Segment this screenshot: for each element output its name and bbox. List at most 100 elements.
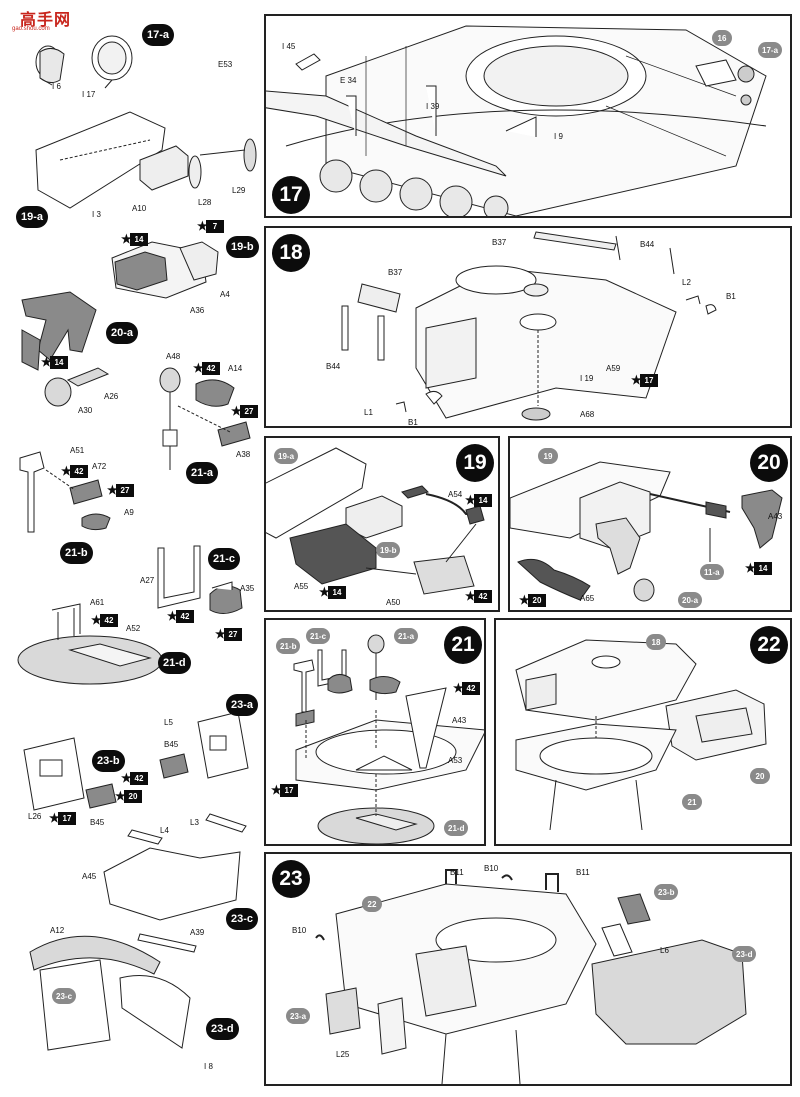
step-22-panel: 22 18 20 21: [494, 618, 792, 846]
part-label: A61: [90, 598, 105, 607]
part-label: B37: [388, 268, 403, 277]
part-label: L28: [198, 198, 212, 207]
ref-badge: 21: [682, 794, 702, 810]
paint-code: 42: [465, 589, 492, 603]
badge-23-a: 23-a: [226, 694, 259, 716]
part-label: B44: [640, 240, 655, 249]
paint-code: 20: [519, 593, 546, 607]
part-label: A68: [580, 410, 595, 419]
ref-badge: 23-a: [286, 1008, 311, 1024]
step-21-drawing: [266, 620, 484, 846]
ref-badge: 21-d: [444, 820, 469, 836]
badge-21-b: 21-b: [60, 542, 93, 564]
part-label: I 6: [52, 82, 61, 91]
part-label: A72: [92, 462, 107, 471]
step-20-panel: 20 19 11-a 20-a A43 A65 14 20: [508, 436, 792, 612]
ref-badge: 18: [646, 634, 666, 650]
part-label: B11: [576, 868, 590, 877]
step-23-panel: 23 22 23-b 23-d 23-a B11 B10 B11 B10 L6 …: [264, 852, 792, 1086]
part-label: A4: [220, 290, 230, 299]
part-label: A30: [78, 406, 93, 415]
badge-19-a: 19-a: [16, 206, 49, 228]
ref-badge: 20-a: [678, 592, 703, 608]
step-number: 20: [750, 444, 788, 482]
ref-badge: 19-a: [274, 448, 299, 464]
step-20-drawing: [510, 438, 792, 612]
part-label: A48: [166, 352, 181, 361]
paint-code: 27: [231, 404, 258, 418]
badge-21-d: 21-d: [158, 652, 191, 674]
paint-code: 17: [271, 783, 298, 797]
ref-badge: 21-c: [306, 628, 331, 644]
ref-badge: 19-b: [376, 542, 401, 558]
part-label: I 3: [92, 210, 101, 219]
part-label: A65: [580, 594, 595, 603]
logo-url: gao.shou.com: [12, 26, 50, 32]
paint-code: 42: [453, 681, 480, 695]
step-number: 22: [750, 626, 788, 664]
step-18-panel: 18 B37 B44 B37 L2 B1 B44 A59 I 19 L1 B1 …: [264, 226, 792, 428]
part-label: L29: [232, 186, 246, 195]
part-label: L5: [164, 718, 173, 727]
paint-code: 17: [631, 373, 658, 387]
step-number: 19: [456, 444, 494, 482]
part-label: B37: [492, 238, 507, 247]
part-label: A36: [190, 306, 205, 315]
part-label: A27: [140, 576, 155, 585]
paint-code: 42: [167, 609, 194, 623]
paint-code: 27: [107, 483, 134, 497]
part-label: I 19: [580, 374, 594, 383]
step-18-drawing: [266, 228, 792, 428]
part-label: A14: [228, 364, 243, 373]
paint-code: 7: [197, 219, 224, 233]
ref-badge: 21-b: [276, 638, 301, 654]
part-label: I 17: [82, 90, 96, 99]
paint-code: 14: [465, 493, 492, 507]
part-label: A54: [448, 490, 463, 499]
ref-badge: 22: [362, 896, 382, 912]
step-number: 23: [272, 860, 310, 898]
paint-code: 42: [91, 613, 118, 627]
part-label: L6: [660, 946, 669, 955]
part-label: E 34: [340, 76, 357, 85]
badge-21-c: 21-c: [208, 548, 241, 570]
step-number: 17: [272, 176, 310, 214]
paint-code: 14: [121, 232, 148, 246]
ref-badge: 17-a: [758, 42, 783, 58]
part-label: L1: [364, 408, 373, 417]
part-label-e53: E53: [218, 60, 233, 69]
paint-code: 20: [115, 789, 142, 803]
ref-badge: 23-b: [654, 884, 679, 900]
part-label: I 39: [426, 102, 440, 111]
paint-code: 14: [319, 585, 346, 599]
part-label: L25: [336, 1050, 350, 1059]
part-label: B1: [726, 292, 736, 301]
ref-badge: 20: [750, 768, 770, 784]
part-label: L2: [682, 278, 691, 287]
paint-code: 14: [745, 561, 772, 575]
left-column-drawings: [0, 0, 260, 1097]
badge-23-c: 23-c: [226, 908, 259, 930]
paint-code: 27: [215, 627, 242, 641]
part-label: I 9: [554, 132, 563, 141]
part-label: B10: [484, 864, 499, 873]
paint-code: 42: [193, 361, 220, 375]
step-number: 21: [444, 626, 482, 664]
part-label: B10: [292, 926, 307, 935]
step-number: 18: [272, 234, 310, 272]
part-label: A50: [386, 598, 401, 607]
part-label: I 8: [204, 1062, 213, 1071]
badge-23-d: 23-d: [206, 1018, 239, 1040]
part-label: B11: [450, 868, 464, 877]
ref-badge: 16: [712, 30, 732, 46]
part-label: A55: [294, 582, 309, 591]
ref-badge: 11-a: [700, 564, 724, 580]
part-label: B44: [326, 362, 341, 371]
badge-21-a: 21-a: [186, 462, 219, 484]
ref-badge: 23-d: [732, 946, 757, 962]
step-21-panel: 21 21-b 21-c 21-a 21-d A43 A53 42 17: [264, 618, 486, 846]
paint-code: 17: [49, 811, 76, 825]
badge-19-b: 19-b: [226, 236, 259, 258]
step-19-panel: 19 19-a 19-b A54 A55 A50 14 14 42: [264, 436, 500, 612]
part-label: A26: [104, 392, 119, 401]
